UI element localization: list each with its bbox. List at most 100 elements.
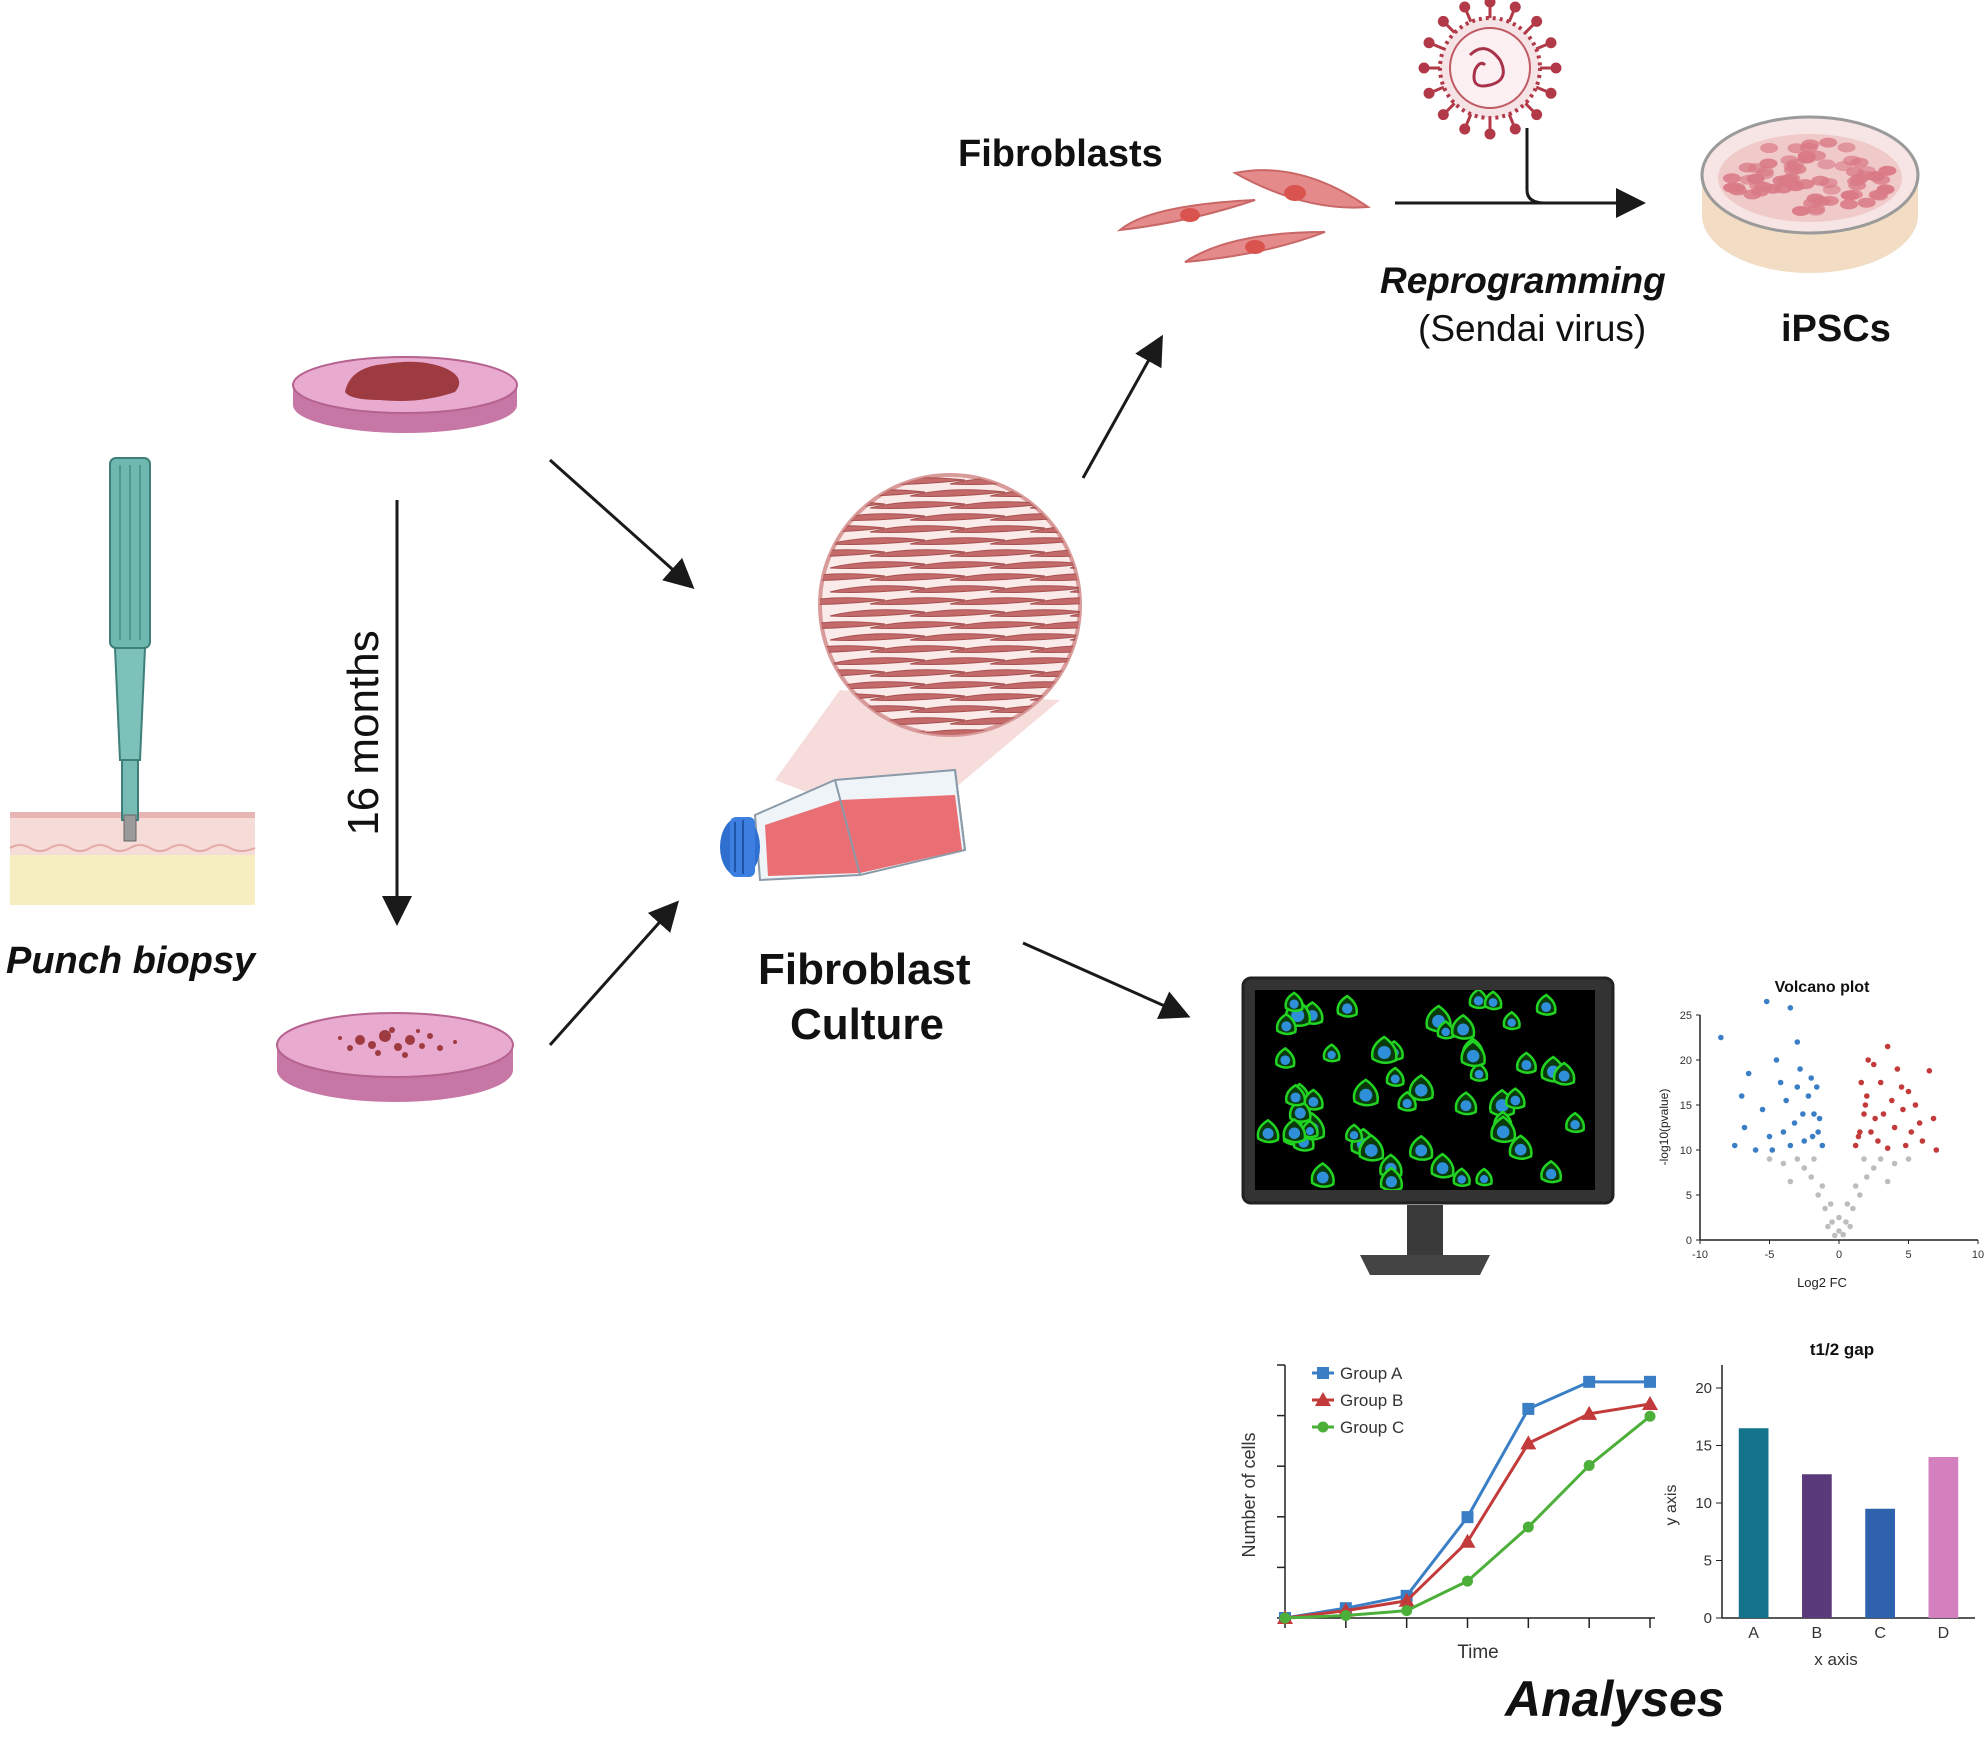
stained-nucleus (1541, 1002, 1552, 1013)
stained-nucleus (1291, 1009, 1305, 1023)
bar-C (1865, 1508, 1895, 1618)
volcano-point-up (1919, 1138, 1926, 1144)
stained-nucleus (1545, 1168, 1557, 1180)
ipsc-cell (1797, 150, 1816, 161)
volcano-point-down (1813, 1084, 1820, 1090)
line-point-marker (1398, 1592, 1415, 1607)
line-point-marker (1317, 1367, 1329, 1379)
ipsc-dish-icon (1700, 115, 1920, 273)
virus-spike-tip (1437, 15, 1449, 27)
lens-fibroblast (989, 585, 1080, 593)
stained-nucleus (1294, 1107, 1306, 1119)
lens-fibroblast (1069, 561, 1080, 569)
volcano-point-down (1815, 1129, 1821, 1135)
lens-fibroblast (1069, 609, 1080, 617)
ipsc-cell (1751, 186, 1770, 197)
lens-fibroblast (829, 681, 926, 689)
label-sendai-virus: (Sendai virus) (1418, 308, 1647, 349)
fibroblast-zoom-lens (775, 473, 1082, 830)
line-point-marker (1522, 1521, 1534, 1533)
lens-fibroblast (949, 573, 1046, 581)
volcano-ytick-label: 25 (1680, 1010, 1692, 1022)
lens-fibroblast (909, 561, 1006, 569)
volcano-point-down (1752, 1147, 1759, 1153)
volcano-xtick-label: -10 (1692, 1249, 1708, 1261)
volcano-xtick-label: 0 (1836, 1249, 1842, 1261)
volcano-point-down (1731, 1142, 1738, 1149)
label-16-months: 16 months (339, 630, 388, 835)
bar-B (1802, 1474, 1832, 1618)
line-point-marker (1583, 1375, 1596, 1388)
volcano-point-up (1857, 1129, 1863, 1135)
stained-nucleus (1460, 1100, 1472, 1112)
volcano-point-up (1884, 1145, 1891, 1151)
lens-fibroblast (909, 657, 1006, 665)
virus-spike-tip (1509, 123, 1521, 135)
stained-nucleus (1390, 1074, 1400, 1084)
volcano-point-down (1738, 1093, 1745, 1099)
ipsc-cell (1850, 157, 1869, 168)
volcano-point-up (1902, 1142, 1909, 1149)
volcano-point-down (1759, 1106, 1766, 1113)
volcano-point-ns (1836, 1228, 1842, 1234)
lens-fibroblast (829, 657, 926, 665)
lens-fibroblast (1029, 477, 1080, 485)
lens-fibroblast (829, 585, 926, 593)
volcano-point-up (1862, 1102, 1869, 1108)
volcano-point-up (1889, 1097, 1895, 1104)
lens-fibroblast (829, 537, 926, 545)
lens-fibroblast (909, 489, 1006, 497)
volcano-point-up (1877, 1079, 1884, 1086)
volcano-point-up (1880, 1111, 1887, 1117)
volcano-point-down (1780, 1129, 1787, 1135)
microscopy-monitor-icon (1241, 976, 1615, 1275)
label-fibroblasts: Fibroblasts (958, 133, 1163, 175)
lens-fibroblast (1029, 717, 1080, 725)
punch-tool-icon (109, 457, 151, 842)
line-point-marker (1315, 1392, 1331, 1406)
lens-fibroblast (1069, 513, 1080, 521)
volcano-point-down (1783, 1097, 1789, 1104)
ipsc-cell (1837, 142, 1856, 153)
volcano-ylabel: -log10(pvalue) (1657, 1089, 1671, 1166)
virus-spike-tip (1484, 128, 1496, 140)
volcano-point-ns (1815, 1192, 1821, 1198)
stained-nucleus (1457, 1023, 1469, 1036)
stained-nucleus (1488, 998, 1498, 1007)
volcano-point-ns (1905, 1156, 1912, 1162)
volcano-point-down (1794, 1039, 1801, 1045)
stained-nucleus (1342, 1003, 1353, 1014)
ipsc-cell (1738, 162, 1757, 173)
bar-D (1928, 1457, 1959, 1618)
volcano-point-ns (1832, 1232, 1838, 1239)
stained-nucleus (1349, 1131, 1359, 1140)
label-ipscs: iPSCs (1781, 308, 1891, 350)
ipsc-cell (1839, 199, 1858, 210)
volcano-point-ns (1819, 1183, 1826, 1189)
stained-nucleus (1558, 1070, 1570, 1082)
lens-fibroblast (869, 669, 966, 677)
volcano-ytick-label: 0 (1686, 1235, 1692, 1247)
line-ylabel: Number of cells (1239, 1432, 1259, 1557)
label-reprogramming: Reprogramming (1380, 260, 1666, 301)
lens-fibroblast (869, 549, 966, 557)
ipsc-cell (1848, 180, 1867, 191)
volcano-point-ns (1801, 1165, 1808, 1171)
volcano-xtick-label: 10 (1972, 1249, 1984, 1261)
volcano-point-up (1930, 1115, 1937, 1122)
volcano-xtick-label: -5 (1765, 1249, 1775, 1261)
volcano-point-ns (1808, 1174, 1814, 1180)
volcano-point-down (1805, 1093, 1812, 1099)
line-point-marker (1520, 1435, 1537, 1450)
volcano-point-ns (1877, 1156, 1884, 1162)
lens-fibroblast (869, 597, 966, 605)
volcano-point-down (1787, 1005, 1794, 1011)
line-point-marker (1644, 1410, 1656, 1422)
lens-fibroblast (869, 573, 966, 581)
volcano-point-up (1905, 1088, 1912, 1095)
arrow-culture-to-analyses (1022, 941, 1191, 1019)
ipsc-cell (1787, 143, 1806, 154)
volcano-point-ns (1794, 1156, 1801, 1162)
